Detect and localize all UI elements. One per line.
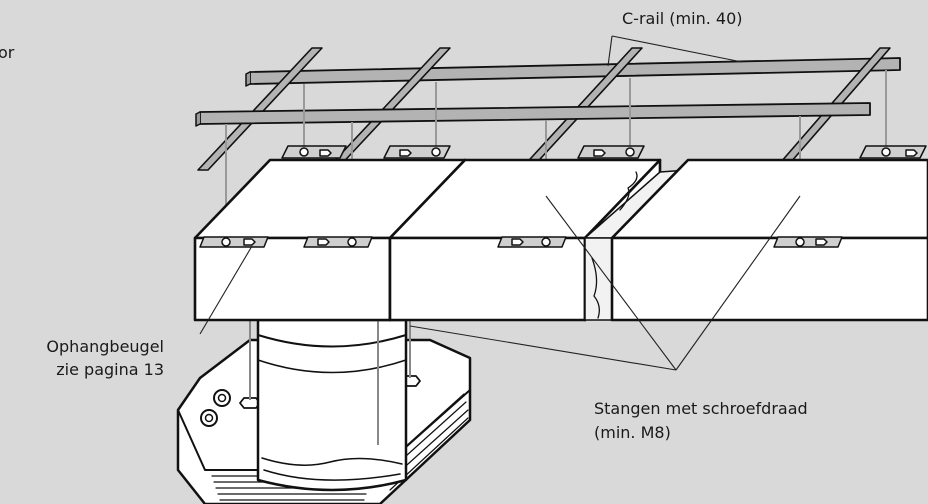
c-rail-rear bbox=[245, 57, 901, 87]
hanger-bracket bbox=[859, 145, 927, 159]
cross-rail bbox=[197, 47, 323, 171]
hanger-bracket bbox=[577, 145, 645, 159]
port-circle bbox=[213, 389, 231, 407]
hanger-bracket bbox=[199, 236, 269, 248]
c-rail-label: C-rail (min. 40) bbox=[622, 9, 743, 28]
rods-label-line2: (min. M8) bbox=[594, 423, 671, 442]
hanger-bracket bbox=[281, 145, 347, 159]
brackets-rear bbox=[281, 145, 927, 159]
silencer-box-2 bbox=[388, 158, 662, 322]
hanger-bracket bbox=[303, 236, 373, 248]
mounting-nut bbox=[239, 397, 261, 409]
bracket-label-line2: zie pagina 13 bbox=[56, 360, 164, 379]
silencer-box-3 bbox=[610, 158, 928, 322]
hanger-bracket bbox=[497, 236, 567, 248]
bracket-label-line1: Ophangbeugel bbox=[46, 337, 164, 356]
port-circle bbox=[200, 409, 218, 427]
hanger-bracket bbox=[383, 145, 451, 159]
rods-label-line1: Stangen met schroefdraad bbox=[594, 399, 808, 418]
edge-label-fragment: or bbox=[0, 43, 15, 62]
hanger-bracket bbox=[773, 236, 843, 248]
brackets-front bbox=[199, 236, 843, 248]
leader-lines bbox=[199, 35, 801, 371]
port-circle bbox=[217, 393, 227, 403]
port-circle bbox=[204, 413, 214, 423]
duct-connector bbox=[256, 318, 408, 492]
c-rail-front bbox=[195, 102, 871, 127]
